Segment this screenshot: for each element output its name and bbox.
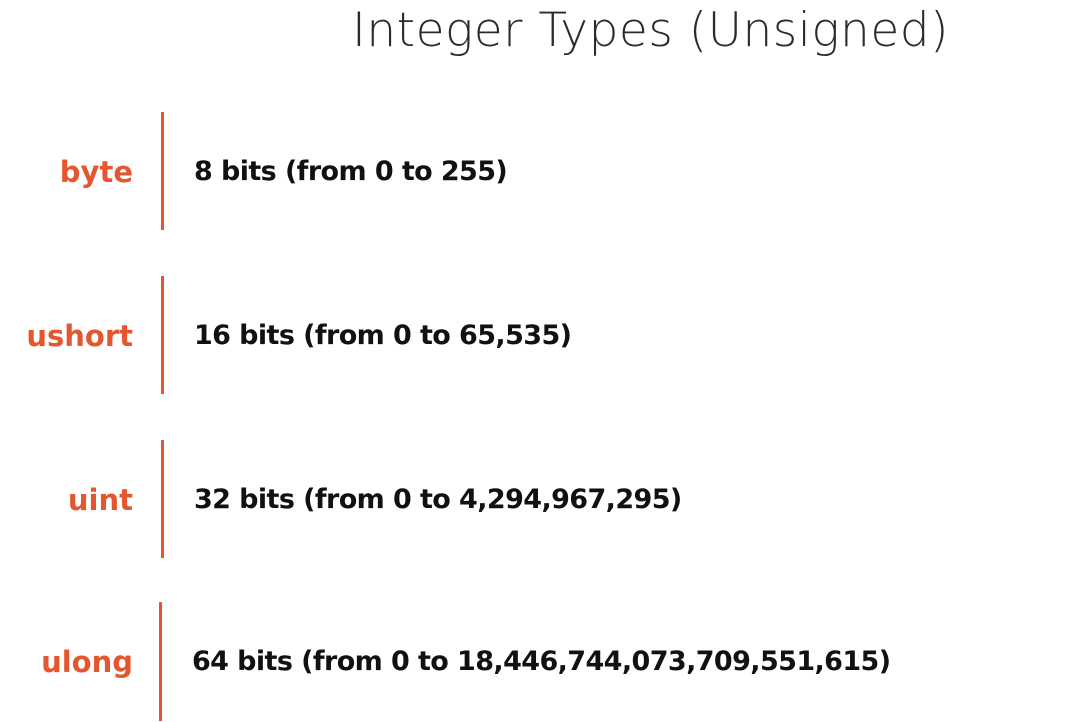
type-description: 8 bits (from 0 to 255) bbox=[194, 156, 508, 187]
type-name: uint bbox=[67, 483, 133, 517]
type-name: ushort bbox=[26, 319, 133, 353]
vertical-divider bbox=[159, 602, 162, 721]
type-name: ulong bbox=[41, 645, 133, 679]
type-row-ulong: ulong 64 bits (from 0 to 18,446,744,073,… bbox=[0, 602, 1069, 722]
vertical-divider bbox=[161, 276, 164, 394]
slide-title: Integer Types (Unsigned) bbox=[352, 3, 949, 58]
type-row-byte: byte 8 bits (from 0 to 255) bbox=[0, 112, 1069, 232]
vertical-divider bbox=[161, 112, 164, 230]
type-description: 32 bits (from 0 to 4,294,967,295) bbox=[194, 484, 682, 515]
type-row-uint: uint 32 bits (from 0 to 4,294,967,295) bbox=[0, 440, 1069, 560]
type-row-ushort: ushort 16 bits (from 0 to 65,535) bbox=[0, 276, 1069, 396]
type-name: byte bbox=[59, 155, 133, 189]
vertical-divider bbox=[161, 440, 164, 558]
type-description: 64 bits (from 0 to 18,446,744,073,709,55… bbox=[192, 646, 891, 677]
type-description: 16 bits (from 0 to 65,535) bbox=[194, 320, 572, 351]
